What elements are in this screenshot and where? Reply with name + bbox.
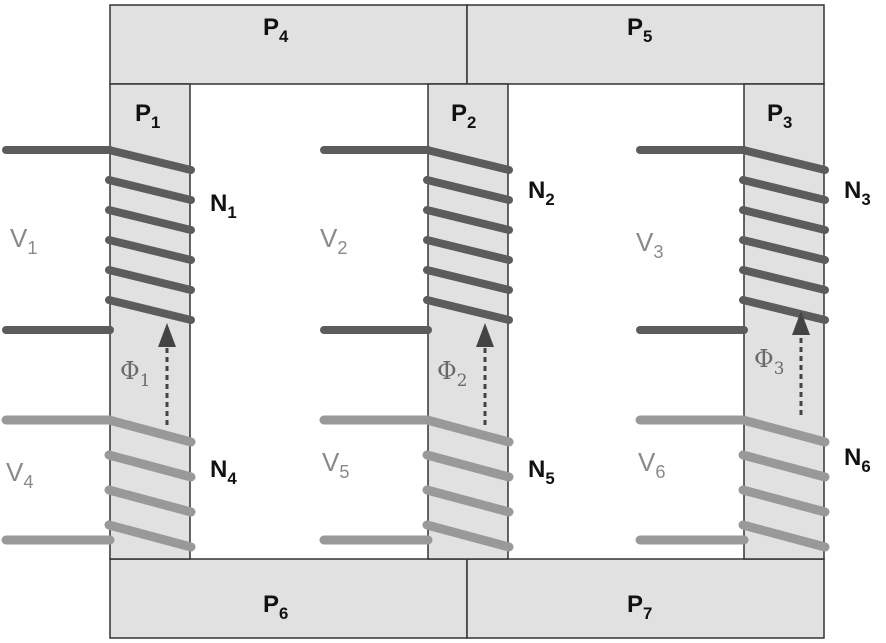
primary-turn-1 bbox=[105, 266, 195, 294]
yoke-top-left bbox=[109, 4, 468, 85]
yoke-label-p6: P6 bbox=[263, 591, 288, 623]
primary-turn-2 bbox=[423, 206, 513, 234]
primary-turn-2 bbox=[423, 266, 513, 294]
leg-label-p3: P3 bbox=[767, 100, 792, 132]
secondary-turn-1 bbox=[104, 485, 196, 517]
secondary-turn-1 bbox=[104, 520, 196, 552]
primary-turn-3 bbox=[739, 146, 829, 174]
primary-turn-1 bbox=[105, 176, 195, 204]
primary-winding-2 bbox=[320, 146, 513, 334]
voltage-label-v5: V5 bbox=[322, 447, 349, 482]
turns-label-n4: N4 bbox=[210, 456, 237, 488]
flux-label-phi1: Φ1 bbox=[120, 357, 150, 390]
secondary-turn-3 bbox=[738, 450, 830, 482]
flux-label-phi2: Φ2 bbox=[437, 357, 467, 390]
flux-arrow-head-3 bbox=[792, 311, 810, 335]
turns-label-n6: N6 bbox=[844, 444, 871, 476]
flux-arrow-head-1 bbox=[158, 323, 176, 347]
yoke-bottom-left bbox=[109, 558, 468, 639]
flux-arrow-1 bbox=[158, 323, 176, 425]
flux-arrow-head-2 bbox=[476, 323, 494, 347]
primary-turn-3 bbox=[739, 236, 829, 264]
voltage-label-v6: V6 bbox=[638, 447, 665, 482]
voltage-label-v4: V4 bbox=[6, 457, 33, 492]
core-yokes bbox=[109, 4, 825, 639]
primary-turn-1 bbox=[105, 206, 195, 234]
secondary-turn-2 bbox=[422, 485, 514, 517]
primary-winding-1 bbox=[2, 146, 195, 334]
secondary-turn-3 bbox=[738, 415, 830, 447]
secondary-turn-1 bbox=[104, 415, 196, 447]
yoke-label-p5: P5 bbox=[627, 14, 652, 46]
primary-turn-1 bbox=[105, 236, 195, 264]
primary-turn-3 bbox=[739, 176, 829, 204]
yoke-labels: P4 P5 P6 P7 bbox=[263, 14, 652, 623]
secondary-turn-1 bbox=[104, 450, 196, 482]
primary-turn-3 bbox=[739, 266, 829, 294]
secondary-turn-2 bbox=[422, 415, 514, 447]
primary-winding-3 bbox=[636, 146, 829, 334]
yoke-bottom-right bbox=[466, 558, 825, 639]
leg-label-p2: P2 bbox=[451, 100, 476, 132]
secondary-turn-2 bbox=[422, 520, 514, 552]
secondary-turn-2 bbox=[422, 450, 514, 482]
leg-3-labels: P3 N3 N6 V3 V6 Φ3 bbox=[636, 100, 871, 482]
flux-arrows bbox=[158, 311, 810, 425]
turns-label-n5: N5 bbox=[528, 456, 555, 488]
secondary-turn-3 bbox=[738, 485, 830, 517]
secondary-winding-2 bbox=[319, 415, 514, 552]
secondary-winding-3 bbox=[635, 415, 830, 552]
turns-label-n1: N1 bbox=[210, 190, 237, 222]
secondary-winding-1 bbox=[1, 415, 196, 552]
flux-arrow-3 bbox=[792, 311, 810, 415]
primary-turn-3 bbox=[739, 296, 829, 324]
leg-2-labels: P2 N2 N5 V2 V5 Φ2 bbox=[320, 100, 555, 488]
turns-label-n3: N3 bbox=[844, 177, 871, 209]
primary-turn-3 bbox=[739, 206, 829, 234]
primary-turn-2 bbox=[423, 236, 513, 264]
flux-arrow-2 bbox=[476, 323, 494, 425]
leg-1-labels: P1 N1 N4 V1 V4 Φ1 bbox=[6, 100, 237, 492]
voltage-label-v2: V2 bbox=[320, 223, 347, 258]
primary-turn-1 bbox=[105, 296, 195, 324]
voltage-label-v3: V3 bbox=[636, 227, 663, 262]
windings bbox=[1, 146, 830, 552]
secondary-turn-3 bbox=[738, 520, 830, 552]
flux-label-phi3: Φ3 bbox=[754, 345, 784, 378]
yoke-label-p7: P7 bbox=[627, 591, 652, 623]
yoke-label-p4: P4 bbox=[263, 14, 289, 46]
core-legs bbox=[109, 83, 825, 560]
leg-label-p1: P1 bbox=[135, 100, 160, 132]
yoke-top-right bbox=[466, 4, 825, 85]
primary-turn-2 bbox=[423, 296, 513, 324]
primary-turn-2 bbox=[423, 146, 513, 174]
primary-turn-2 bbox=[423, 176, 513, 204]
voltage-label-v1: V1 bbox=[10, 223, 37, 258]
turns-label-n2: N2 bbox=[528, 177, 555, 209]
primary-turn-1 bbox=[105, 146, 195, 174]
